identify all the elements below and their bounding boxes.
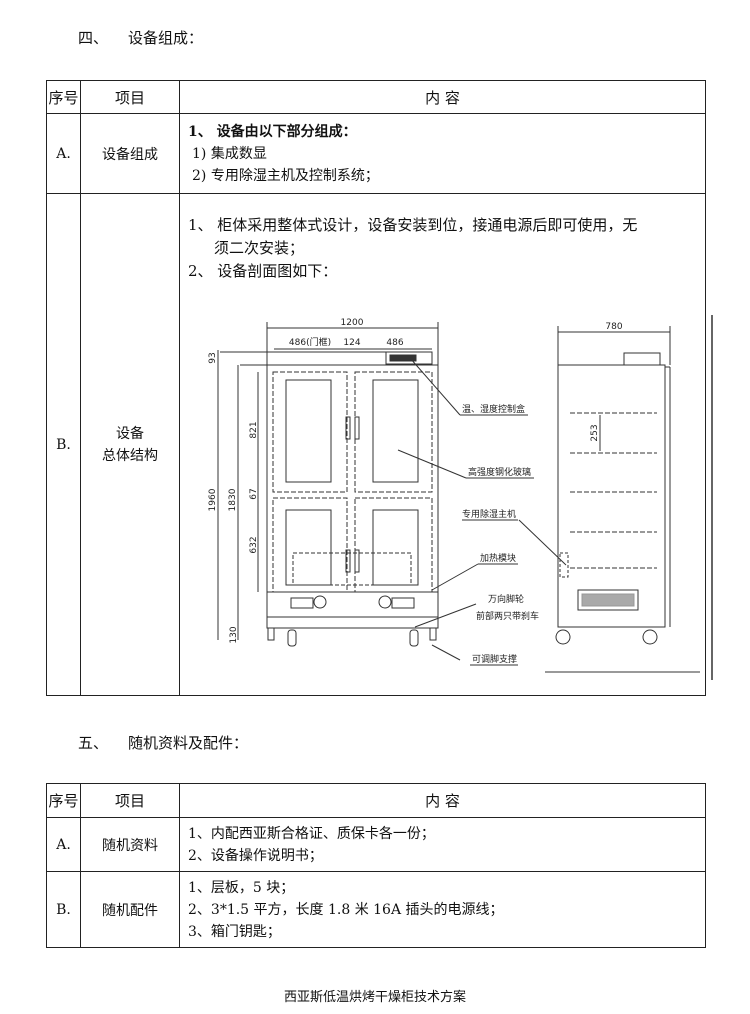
front-view: [217, 322, 534, 666]
row-item: 设备组成: [80, 113, 180, 194]
header-no: 序号: [46, 80, 81, 114]
item-line: 设备: [116, 425, 144, 442]
section-title: 设备组成：: [128, 29, 204, 47]
label-brake: 前部两只带刹车: [476, 610, 539, 622]
row-no: B.: [46, 871, 81, 948]
table-row: A. 随机资料 1、内配西亚斯合格证、质保卡各一份； 2、设备操作说明书；: [46, 817, 706, 872]
dim-door: 486(门框): [289, 336, 331, 348]
label-controller: 温、湿度控制盒: [462, 403, 525, 415]
label-glass: 高强度钢化玻璃: [468, 466, 531, 478]
content-line: 1、 设备由以下部分组成：: [188, 123, 357, 140]
section-number: 四、: [78, 29, 109, 47]
content-line: 1) 集成数显: [192, 145, 267, 162]
item-line: 总体结构: [102, 447, 158, 464]
row-content: 1、 设备由以下部分组成： 1) 集成数显 2) 专用除湿主机及控制系统；: [179, 113, 706, 194]
row-content: 1、层板，5 块； 2、3*1.5 平方，长度 1.8 米 16A 插头的电源线…: [179, 871, 706, 948]
row-item: 随机配件: [80, 871, 180, 948]
content-line: 1、层板，5 块；: [188, 879, 295, 896]
content-line: 1、 柜体采用整体式设计，设备安装到位，接通电源后即可使用，无: [188, 216, 638, 234]
table-header: 序号 项目 内 容: [46, 80, 706, 114]
section-title: 随机资料及配件：: [128, 734, 249, 752]
content-line: 须二次安装；: [214, 239, 305, 257]
dim-top: 93: [208, 352, 218, 363]
content-line: 2) 专用除湿主机及控制系统；: [192, 167, 379, 184]
header-no: 序号: [46, 783, 81, 818]
table-header: 序号 项目 内 容: [46, 783, 706, 818]
accessories-table: 序号 项目 内 容 A. 随机资料 1、内配西亚斯合格证、质保卡各一份； 2、设…: [46, 783, 706, 948]
content-line: 3、箱门钥匙；: [188, 923, 281, 940]
row-no: A.: [46, 817, 81, 872]
content-line: 2、 设备剖面图如下：: [188, 262, 338, 280]
header-content: 内 容: [179, 783, 706, 818]
section-number: 五、: [78, 734, 109, 752]
dim-height: 1960: [208, 488, 218, 511]
dim-lower: 632: [249, 536, 259, 553]
content-line: 2、3*1.5 平方，长度 1.8 米 16A 插头的电源线；: [188, 901, 504, 918]
header-item: 项目: [80, 783, 180, 818]
dim-upper: 821: [249, 421, 259, 438]
side-view: [518, 315, 713, 680]
dim-mid: 124: [343, 338, 360, 348]
row-item: 随机资料: [80, 817, 180, 872]
dim-right: 486: [386, 338, 403, 348]
dim-shelf: 253: [590, 424, 600, 441]
table-row: A. 设备组成 1、 设备由以下部分组成： 1) 集成数显 2) 专用除湿主机及…: [46, 113, 706, 194]
label-dehumidifier: 专用除湿主机: [462, 508, 516, 520]
dim-gap: 67: [249, 488, 259, 499]
dim-base: 130: [229, 626, 239, 643]
dim-width: 1200: [341, 318, 364, 328]
dim-depth: 780: [605, 322, 622, 332]
content-line: 2、设备操作说明书；: [188, 847, 323, 864]
label-caster: 万向脚轮: [488, 593, 524, 605]
table-row: B. 随机配件 1、层板，5 块； 2、3*1.5 平方，长度 1.8 米 16…: [46, 871, 706, 948]
label-foot: 可调脚支撑: [472, 653, 517, 665]
content-line: 1、内配西亚斯合格证、质保卡各一份；: [188, 825, 435, 842]
dim-body: 1830: [228, 488, 238, 511]
row-item: 设备总体结构: [80, 193, 180, 696]
row-content: 1、内配西亚斯合格证、质保卡各一份； 2、设备操作说明书；: [179, 817, 706, 872]
label-heater: 加热模块: [480, 552, 516, 564]
page-footer: 西亚斯低温烘烤干燥柜技术方案: [283, 990, 466, 1005]
